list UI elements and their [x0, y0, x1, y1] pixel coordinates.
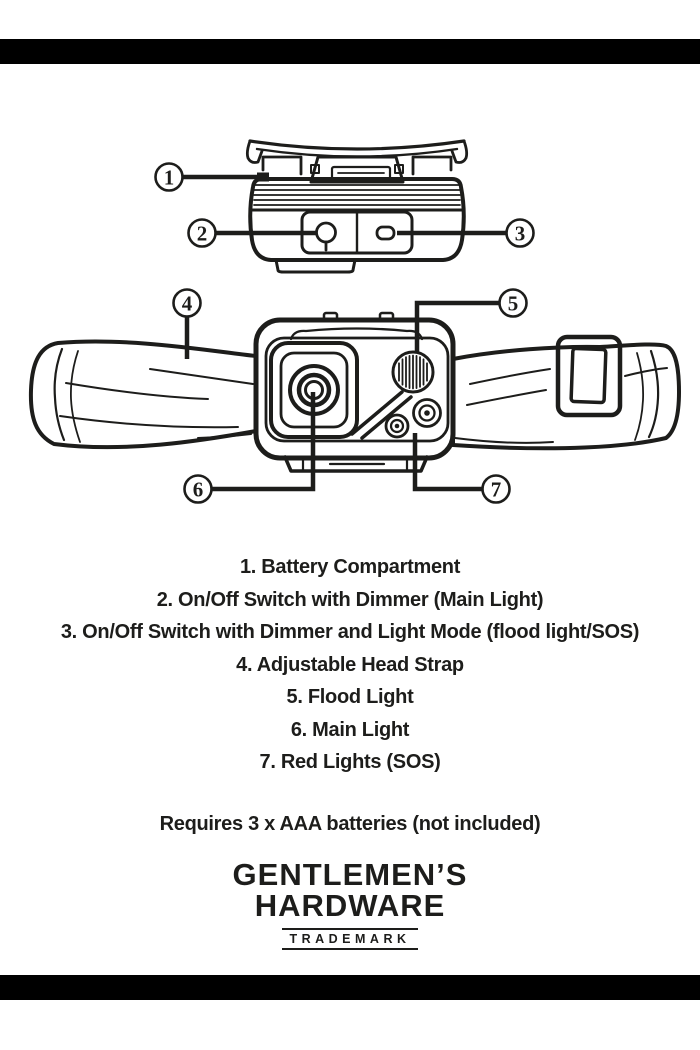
callout-7: 7	[412, 433, 511, 504]
strap-left-folds	[53, 347, 66, 442]
part-line-2: 2. On/Off Switch with Dimmer (Main Light…	[156, 588, 544, 611]
strap-right-contours	[454, 367, 668, 444]
part-line-1: 1. Battery Compartment	[239, 556, 461, 578]
body-bottom-tab	[274, 258, 357, 274]
power-icon	[315, 221, 337, 252]
callout-3-number: 3	[515, 222, 526, 246]
strap-buckle	[555, 334, 623, 418]
red-light-small	[384, 413, 410, 439]
part-line-4: 4. Adjustable Head Strap	[236, 653, 464, 676]
part-line-3: 3. On/Off Switch with Dimmer and Light M…	[60, 621, 640, 643]
head-strap-right	[451, 342, 681, 451]
headband-mount-right-hook	[450, 139, 469, 164]
headband-mount-top-edge	[248, 139, 466, 151]
callout-2-number: 2	[197, 222, 208, 246]
part-line-6: 6. Main Light	[290, 718, 410, 741]
strap-buckle-slot	[569, 346, 608, 405]
strap-left-folds2	[69, 350, 81, 443]
mount-arm-right	[411, 155, 453, 176]
headlamp-top-view	[245, 139, 469, 274]
callout-4: 4	[172, 288, 202, 359]
strap-left-contours	[59, 368, 254, 439]
headband-mount-left-hook	[245, 139, 264, 164]
battery-lid-ridges	[253, 184, 461, 206]
callout-1-number: 1	[164, 166, 175, 190]
brand-name-line1: GENTLEMEN’S	[232, 857, 468, 892]
callout-2: 2	[187, 218, 316, 248]
flood-light	[391, 350, 435, 394]
callout-3: 3	[397, 218, 535, 248]
callout-1: 1	[154, 162, 269, 192]
brand-trademark-label: TRADEMARK	[282, 928, 418, 950]
brand-trademark-band: TRADEMARK	[0, 928, 700, 950]
top-border-bar	[0, 39, 700, 64]
lamp-face	[264, 336, 450, 443]
lamp-foot-ticks	[301, 457, 409, 472]
brand-name-line2: HARDWARE	[254, 888, 446, 923]
brand-logo: GENTLEMEN’S HARDWARE TRADEMARK	[0, 859, 700, 950]
callout-4-number: 4	[182, 292, 193, 316]
strap-right-folds	[647, 349, 660, 439]
mount-arm-left	[261, 155, 303, 176]
battery-note: Requires 3 x AAA batteries (not included…	[159, 813, 541, 835]
parts-list: 1. Battery Compartment 2. On/Off Switch …	[0, 551, 700, 779]
headlamp-front-view	[28, 311, 681, 473]
callout-6-number: 6	[193, 478, 204, 502]
mode-button-icon	[375, 225, 396, 241]
red-light-large	[412, 398, 442, 428]
head-strap-left	[28, 339, 258, 450]
bottom-border-bar	[0, 975, 700, 1000]
lamp-housing	[253, 317, 456, 461]
battery-compartment-body	[248, 177, 466, 262]
part-line-5: 5. Flood Light	[286, 686, 414, 708]
face-diagonal-ridge	[350, 390, 413, 440]
lamp-foot	[283, 455, 429, 473]
callout-5: 5	[414, 288, 528, 353]
part-line-7: 7. Red Lights (SOS)	[259, 751, 441, 773]
callout-6: 6	[183, 392, 316, 504]
battery-door-latch	[309, 155, 405, 184]
callout-7-number: 7	[491, 478, 502, 502]
callout-5-number: 5	[508, 292, 519, 316]
strap-right-folds2	[634, 352, 645, 441]
